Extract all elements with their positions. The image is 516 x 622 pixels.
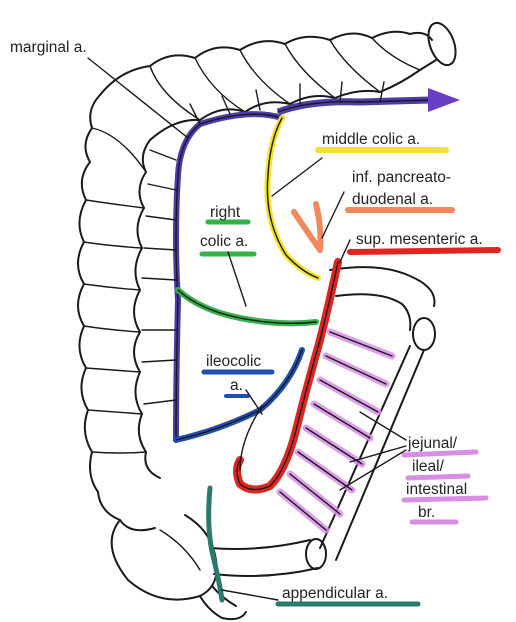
middle-colic-artery xyxy=(267,118,318,278)
label-jejunal-2: ileal/ xyxy=(412,458,445,475)
label-jejunal-3: intestinal xyxy=(406,481,467,498)
right-colic-artery xyxy=(178,290,316,323)
appendicular-artery xyxy=(209,488,222,600)
label-inf-pancreato-2: duodenal a. xyxy=(352,191,433,208)
inf-pancreatoduodenal-artery xyxy=(294,204,321,250)
label-ileocolic-1: ileocolic xyxy=(206,353,261,370)
label-marginal: marginal a. xyxy=(10,39,87,56)
label-right-colic-2: colic a. xyxy=(200,233,248,250)
label-ileocolic-2: a. xyxy=(230,377,243,394)
flow-arrow xyxy=(428,88,460,112)
label-middle-colic: middle colic a. xyxy=(322,131,420,148)
label-highlights xyxy=(202,150,498,604)
label-jejunal-1: jejunal/ xyxy=(407,435,458,452)
label-sup-mesenteric: sup. mesenteric a. xyxy=(356,231,483,248)
label-jejunal-4: br. xyxy=(418,504,435,521)
colon-outline xyxy=(78,19,461,619)
label-appendicular: appendicular a. xyxy=(282,585,388,602)
label-right-colic-1: right xyxy=(210,204,241,221)
label-inf-pancreato-1: inf. pancreato- xyxy=(352,169,451,186)
